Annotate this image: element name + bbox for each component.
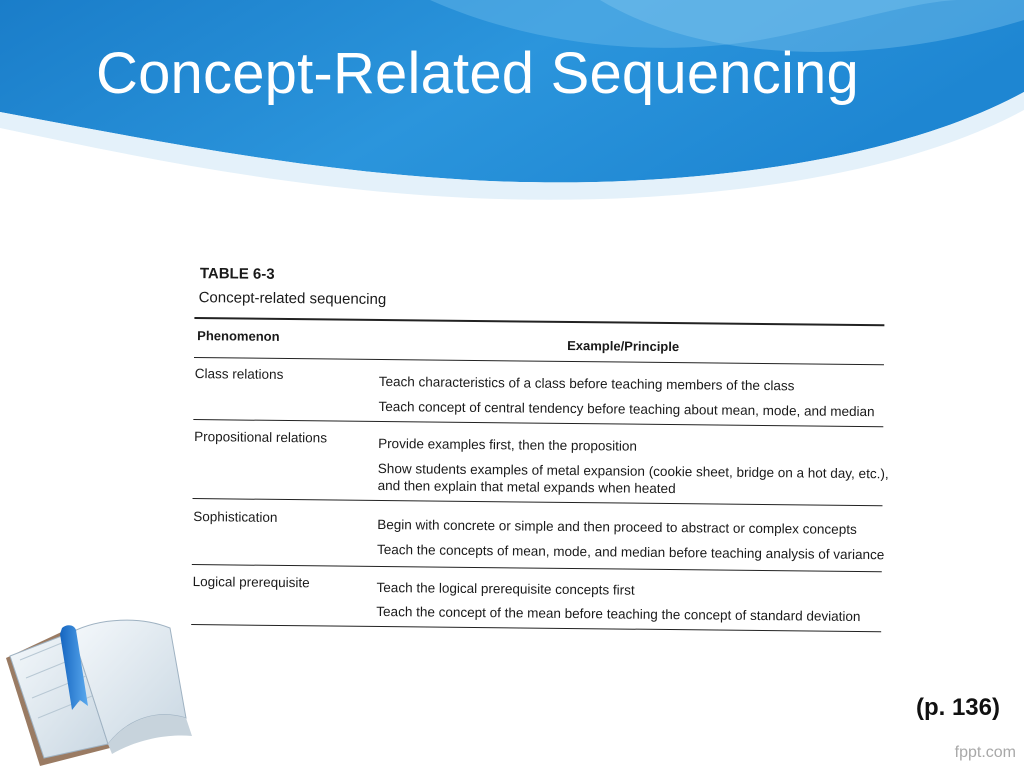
table-row-rule <box>193 419 884 428</box>
table-row-example: Teach the concepts of mean, mode, and me… <box>376 541 885 563</box>
table-row-example: and then explain that metal expands when… <box>377 477 676 497</box>
table-id: TABLE 6-3 <box>199 265 275 283</box>
header-banner <box>0 0 1024 213</box>
slide-title: Concept-Related Sequencing <box>96 41 859 106</box>
table-header-rule <box>193 357 884 366</box>
table-row-phenomenon: Sophistication <box>193 509 278 525</box>
watermark: fppt.com <box>954 744 1016 761</box>
table-row-phenomenon: Propositional relations <box>194 429 328 446</box>
table-caption: Concept-related sequencing <box>198 289 387 309</box>
table-row-rule <box>191 564 882 573</box>
scanned-table: TABLE 6-3 Concept-related sequencing Phe… <box>186 262 890 649</box>
open-book-icon <box>6 619 192 766</box>
table-row-example: Begin with concrete or simple and then p… <box>377 516 857 537</box>
table-row-rule <box>192 498 883 507</box>
table-bottom-rule <box>191 624 882 633</box>
table-row-phenomenon: Logical prerequisite <box>192 574 310 591</box>
page-reference: (p. 136) <box>915 694 1000 721</box>
table-row-phenomenon: Class relations <box>194 366 284 382</box>
table-row-example: Teach characteristics of a class before … <box>378 373 795 394</box>
table-row-example: Provide examples first, then the proposi… <box>378 435 638 454</box>
column-header-example: Example/Principle <box>567 337 680 355</box>
table-row-example: Teach the concept of the mean before tea… <box>376 603 861 625</box>
table-row-example: Teach concept of central tendency before… <box>378 398 875 420</box>
column-header-phenomenon: Phenomenon <box>197 328 280 344</box>
table-top-rule <box>194 317 885 327</box>
table-row-example: Teach the logical prerequisite concepts … <box>376 579 635 598</box>
